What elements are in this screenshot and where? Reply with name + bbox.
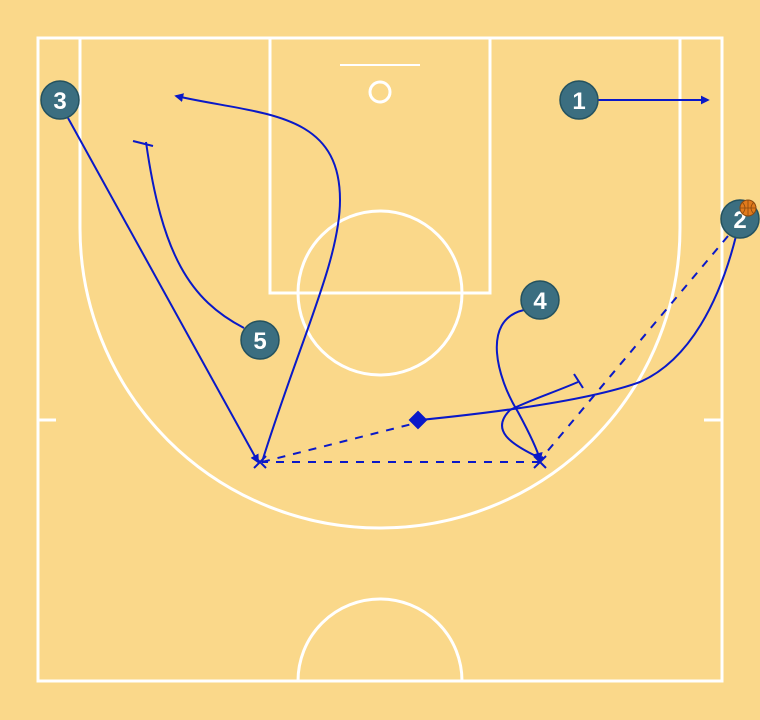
hoop xyxy=(368,80,392,104)
player-1: 1 xyxy=(559,80,599,120)
play-actions xyxy=(67,93,737,469)
three-point-line xyxy=(78,38,682,530)
key-paint xyxy=(268,36,492,295)
player-2: 2 xyxy=(720,199,760,239)
basketball-icon xyxy=(739,199,757,217)
pass-3-to-mid xyxy=(261,423,413,463)
players: 1 2 3 4 5 xyxy=(40,80,760,360)
court-boundary xyxy=(36,36,724,683)
free-throw-circle xyxy=(296,209,464,377)
screen-p5-bar xyxy=(132,140,154,147)
player-5-label: 5 xyxy=(253,328,266,355)
cut-p4 xyxy=(495,309,543,462)
player-3: 3 xyxy=(40,80,80,120)
screen-p4 xyxy=(500,381,579,459)
player-1-label: 1 xyxy=(572,88,585,115)
player-4: 4 xyxy=(520,280,560,320)
court-lines xyxy=(36,36,724,683)
player-4-label: 4 xyxy=(533,288,547,315)
center-circle xyxy=(296,597,464,682)
catch-marker-left xyxy=(253,455,267,469)
catch-marker-right xyxy=(533,455,547,469)
pass-2-to-4 xyxy=(539,235,729,461)
screen-p5 xyxy=(145,141,245,329)
player-5: 5 xyxy=(240,320,280,360)
screen-p4-bar xyxy=(573,373,584,389)
dribble-p2 xyxy=(419,235,737,421)
player-3-label: 3 xyxy=(53,88,66,115)
cut-p3 xyxy=(67,117,259,464)
cut-p3-return xyxy=(174,93,342,463)
dribble-end-marker xyxy=(408,410,428,430)
